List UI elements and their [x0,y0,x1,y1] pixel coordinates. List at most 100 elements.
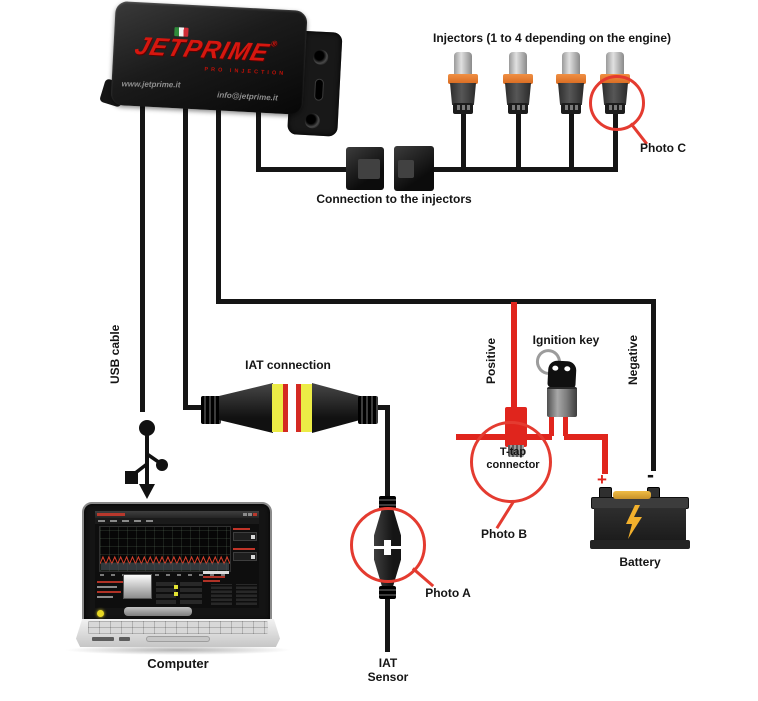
laptop-port-1 [92,637,114,641]
minimize-button [243,513,247,516]
software-titlebar [95,511,259,518]
status-line [97,591,121,593]
panel-heading [233,548,255,550]
battery-minus-sign: - [647,464,654,487]
connector-face [398,160,414,178]
close-button [253,513,257,516]
yellow-indicator [174,592,178,596]
injector-connector [508,103,528,114]
status-line [97,581,123,583]
software-graph [99,526,231,572]
iat-left-connector [219,383,273,433]
usb-cable-label: USB cable [108,324,122,384]
photo-c-circle [589,75,645,131]
dropdown-button [251,535,255,539]
ignition-wire-left [549,412,554,436]
iat-sensor-line1: IAT [378,656,398,670]
battery-label: Battery [619,555,661,569]
iat-red-stripe-left [283,384,288,432]
laptop-shadow [64,645,292,655]
grid-gap [232,584,236,605]
iat-sensor-wire-horizontal [372,405,390,410]
injector-body [505,83,531,105]
iat-sensor-strain-top [379,496,396,509]
software-right-panel [233,526,258,574]
ecu-website: www.jetprime.it [121,79,181,90]
iat-connection-label: IAT connection [245,358,331,372]
iat-wire-vertical [183,98,188,410]
photo-c-label: Photo C [640,141,686,155]
ignition-switch-cylinder [547,387,577,417]
dropdown [233,532,257,541]
injector-body [450,83,476,105]
software-status-text [97,581,125,605]
graph-band [101,563,229,570]
iat-red-stripe-right [296,384,301,432]
iat-sensor-wire-upper [385,405,390,500]
harness-connector-female [394,146,434,191]
positive-label: Positive [484,337,498,385]
computer-label: Computer [147,656,209,671]
negative-label: Negative [626,334,640,386]
injector-cap [454,52,472,76]
app-title-text [97,513,125,516]
window-controls [243,513,257,516]
red-readout [203,580,220,582]
iat-sensor-wire-lower [385,595,390,652]
injector-1 [445,52,481,114]
connector-face [358,159,380,179]
injector-connector [561,103,581,114]
key-eye [552,365,559,371]
injector-wire-horizontal [256,167,348,172]
photo-b-label: Photo B [481,527,527,541]
injector-bus-wire [430,167,618,172]
yellow-indicator [174,585,178,589]
injector-drop-3 [569,110,574,170]
screw-hole-top [312,49,329,66]
progress-bar [203,571,229,574]
power-wire-horizontal [216,299,656,304]
photo-a-pointer [412,567,435,587]
injector-3 [553,52,589,114]
ttap-line1: T-tap [499,446,527,458]
injector-wire-vertical [256,98,261,172]
iat-yellow-stripe-right [301,384,312,432]
ecu-box: JETPRIME® PRO INJECTION www.jetprime.it … [110,0,308,115]
status-line [97,586,117,588]
battery-positive-wire [602,434,608,474]
iat-sensor-label: IAT Sensor [357,656,419,684]
registered-mark: ® [269,39,280,49]
iat-wire-horizontal [183,405,206,410]
laptop-latch [124,607,192,616]
screw-hole-bottom [304,113,321,129]
iat-right-connector [312,383,360,433]
software-menubar [95,518,259,524]
iat-sensor-line2: Sensor [367,670,409,684]
key-icon [547,360,577,389]
usb-wire [140,98,145,412]
photo-b-pointer [495,500,516,530]
injector-orange-ring [556,74,586,84]
ignition-key-label: Ignition key [532,333,600,347]
dropdown [233,552,257,561]
flange-slot [313,78,325,101]
software-display-panel [123,574,152,599]
battery-base [590,540,690,549]
injector-drop-4 [613,110,618,172]
ignition-wire-right [563,412,568,436]
red-readout [203,576,225,578]
tap-wire-right [564,434,608,440]
usb-trident-icon [125,420,168,499]
injector-2 [500,52,536,114]
iat-right-strain-relief [358,396,378,424]
graph-axis-ticks [100,574,230,576]
ttap-label: T-tap connector [477,446,549,472]
iat-yellow-stripe-left [272,384,283,432]
injector-orange-ring [503,74,533,84]
iat-sensor-strain-bottom [379,586,396,599]
injector-connection-label: Connection to the injectors [316,192,472,206]
status-line [97,596,113,598]
injector-drop-2 [516,110,521,170]
button-gap [176,580,180,604]
